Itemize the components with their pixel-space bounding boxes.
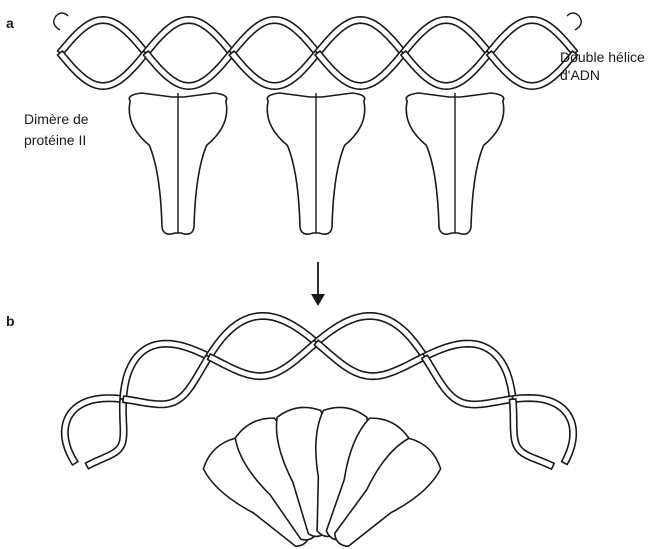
- dna-a-strand-front: [229, 51, 320, 89]
- dna-a-strand-front: [143, 51, 234, 89]
- dna-a-end-curl: [54, 13, 68, 30]
- dna-b-strand-front: [85, 399, 126, 469]
- dna-label-line1: Double hélice: [560, 49, 645, 65]
- dna-double-helix-straight: [54, 13, 582, 89]
- protein-label-line2: protéine II: [24, 132, 86, 148]
- protein-label-line1: Dimère de: [24, 111, 89, 127]
- protein-dimers-fan: [197, 404, 447, 549]
- protein-dimer: [129, 93, 227, 234]
- dna-a-end-curl: [567, 13, 581, 30]
- protein-dimer: [406, 93, 504, 234]
- protein-dimers-row: [129, 93, 504, 234]
- dna-a-strand-back: [58, 17, 149, 55]
- dna-a-strand-back: [401, 17, 492, 55]
- protein-dimer: [267, 93, 365, 234]
- dna-a-strand-back: [315, 17, 406, 55]
- dna-a-strand-back: [229, 17, 320, 55]
- dna-a-strand-front: [401, 51, 492, 89]
- panel-a-letter: a: [6, 15, 14, 31]
- dna-b-strand-front: [314, 340, 426, 379]
- dna-b-strand-front: [208, 340, 319, 379]
- dna-a-strand-front: [315, 51, 406, 89]
- dna-a-strand-front: [58, 51, 149, 89]
- down-arrow-icon: [311, 262, 325, 306]
- dna-b-strand-front: [509, 399, 554, 469]
- dna-a-strand-back: [143, 17, 234, 55]
- dna-label-line2: d'ADN: [560, 67, 600, 83]
- panel-b-letter: b: [6, 313, 15, 329]
